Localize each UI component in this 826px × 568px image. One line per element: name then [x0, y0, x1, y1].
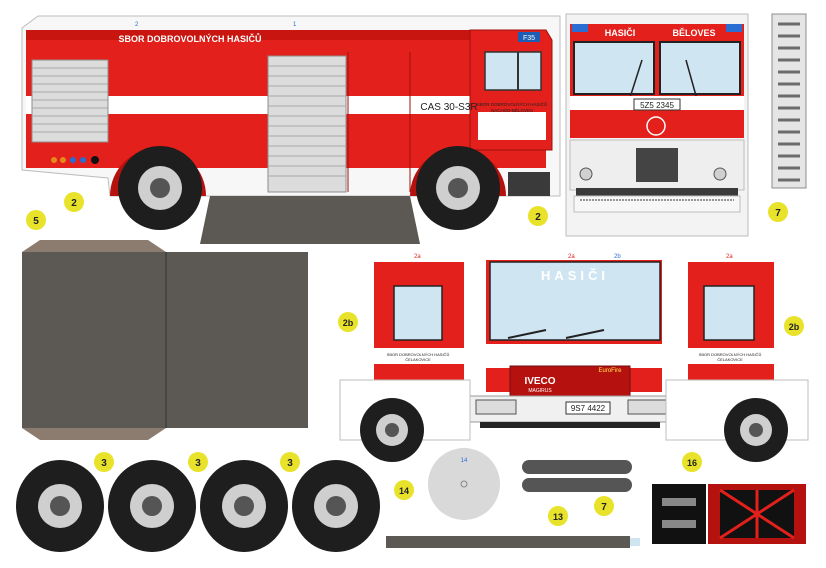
svg-text:14: 14 — [399, 486, 409, 496]
mark-14: 14 — [461, 458, 468, 464]
part-labels: 2 2 7 5 2b 2b 3 3 — [26, 192, 804, 526]
label-2b-right: 2b — [784, 316, 804, 336]
tatra-logo-icon — [646, 116, 666, 136]
side-lights — [51, 156, 99, 164]
svg-text:2: 2 — [71, 198, 77, 209]
part-13-strip — [386, 536, 640, 548]
roll-door-left — [31, 59, 109, 143]
windshield-right — [659, 41, 741, 95]
mark-1: 1 — [293, 22, 297, 28]
svg-text:7: 7 — [601, 502, 607, 513]
part-5-box — [22, 240, 308, 440]
iveco-door-text-right-1: SBOR DOBROVOLNÝCH HASIČŮ — [699, 352, 762, 357]
roll-door-middle — [267, 55, 347, 193]
iveco-right-wheel — [724, 398, 788, 462]
iveco-plate: 9S7 4422 — [571, 404, 606, 413]
iveco-left-wheel — [360, 398, 424, 462]
cab-window — [484, 51, 542, 91]
wheel-3-3 — [200, 460, 288, 552]
mark-2a-right: 2a — [726, 254, 733, 260]
label-3-2: 3 — [188, 452, 208, 472]
label-13: 13 — [548, 506, 568, 526]
svg-text:2b: 2b — [789, 322, 800, 332]
mark-2a-mid: 2a — [568, 254, 575, 260]
iveco-door-text-left-1: SBOR DOBROVOLNÝCH HASIČŮ — [387, 352, 450, 357]
tatra-front-view: HASIČI BĚLOVES 5Z5 2345 — [565, 13, 749, 237]
iveco-door-text-right-2: ČELAKOVICE — [717, 357, 743, 362]
cab-small-text-1: SBOR DOBROVOLNÝCH HASIČŮ — [477, 101, 548, 107]
svg-text:13: 13 — [553, 512, 563, 522]
svg-text:3: 3 — [195, 458, 201, 469]
front-plate: 5Z5 2345 — [640, 101, 674, 110]
label-5: 5 — [26, 210, 46, 230]
svg-text:7: 7 — [775, 208, 781, 219]
mark-2a-left: 2a — [414, 254, 421, 260]
svg-text:16: 16 — [687, 458, 697, 468]
wheel-3-1 — [16, 460, 104, 552]
part-14-disc: 14 — [428, 448, 500, 520]
grille — [636, 148, 678, 182]
label-2b-left: 2b — [338, 312, 358, 332]
iveco-sub-brand: MAGIRUS — [528, 388, 552, 394]
svg-text:2b: 2b — [343, 318, 354, 328]
svg-text:5: 5 — [33, 216, 39, 227]
iveco-windshield-text: HASIČI — [541, 268, 609, 283]
mark-2: 2 — [135, 22, 139, 28]
label-3-3: 3 — [280, 452, 300, 472]
part-7-pipes — [522, 460, 632, 492]
wheel-3-4 — [292, 460, 380, 552]
part-3-wheels — [16, 460, 380, 552]
iveco-door-text-left-2: ČELAKOVICE — [405, 357, 431, 362]
svg-text:3: 3 — [287, 458, 293, 469]
cab-small-text-2: NACHOD-BĚLOVES — [491, 106, 533, 113]
label-7-bottom: 7 — [594, 496, 614, 516]
svg-text:3: 3 — [101, 458, 107, 469]
door-text: SBOR DOBROVOLNÝCH HASIČŮ — [118, 33, 261, 44]
front-sign-right: BĚLOVES — [672, 27, 715, 38]
chassis-panel — [200, 196, 420, 244]
iveco-windshield — [489, 261, 661, 341]
label-16: 16 — [682, 452, 702, 472]
label-7-top: 7 — [768, 202, 788, 222]
iveco-front-view: HASIČI IVECO MAGIRUS EuroFire 9S7 4422 S… — [339, 254, 809, 462]
eurofire-badge: EuroFire — [598, 368, 622, 374]
windshield-left — [573, 41, 655, 95]
label-2-right: 2 — [528, 206, 548, 226]
svg-text:2: 2 — [535, 212, 541, 223]
wheel-3-2 — [108, 460, 196, 552]
tatra-side-view: F35 SBOR DOBROVOLNÝCH HASIČŮ CAS 30-S3R … — [21, 15, 561, 244]
front-sign-left: HASIČI — [605, 27, 636, 38]
tatra-rear-wheel — [118, 146, 202, 230]
iveco-brand: IVECO — [524, 376, 555, 387]
label-3-1: 3 — [94, 452, 114, 472]
part-16 — [652, 484, 806, 544]
model-label: CAS 30-S3R — [420, 102, 477, 113]
label-14: 14 — [394, 480, 414, 500]
cab-code: F35 — [523, 35, 535, 42]
mark-2b-mid: 2b — [614, 254, 621, 260]
label-2-left: 2 — [64, 192, 84, 212]
tatra-front-wheel — [416, 146, 500, 230]
part-7-ladder — [771, 13, 807, 189]
